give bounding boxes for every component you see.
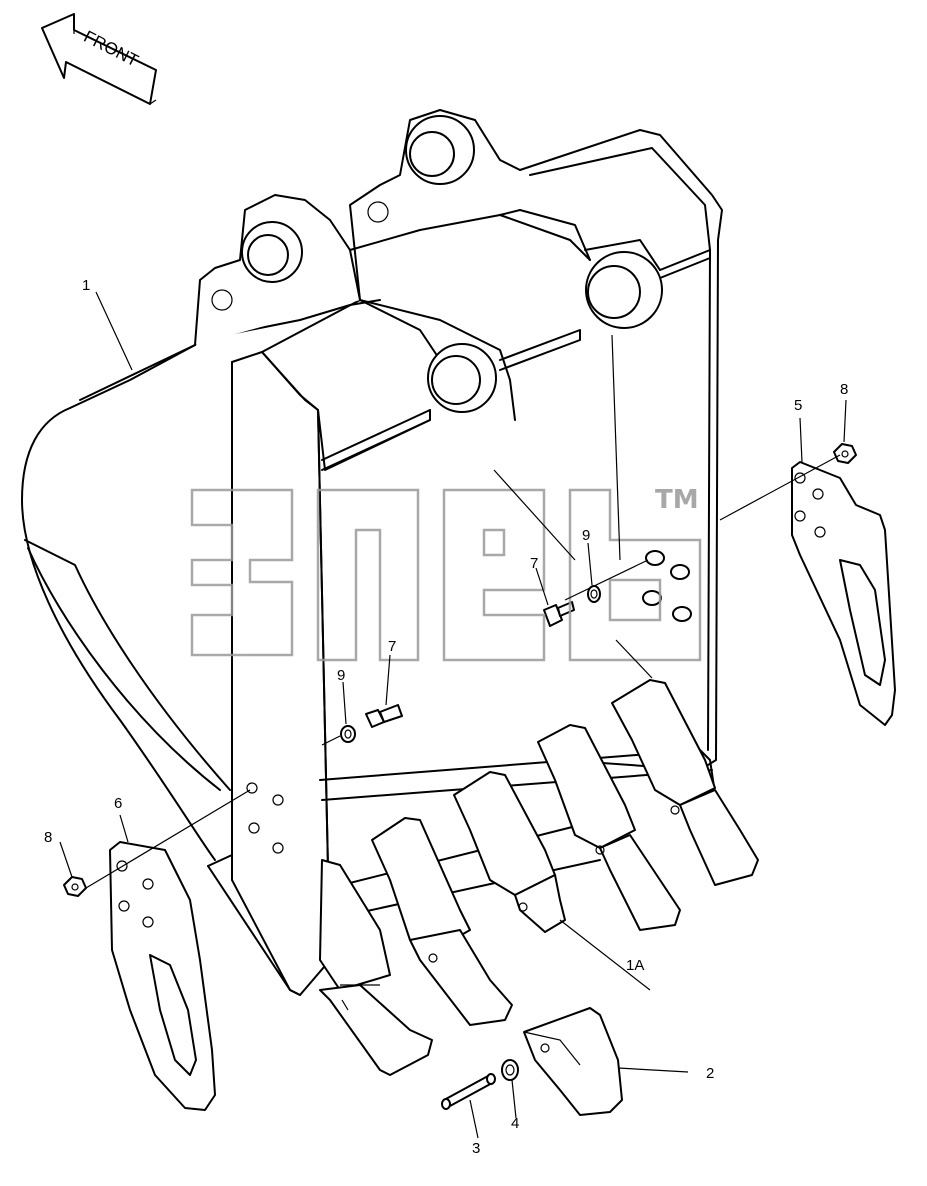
tooth-2 [371,817,513,1026]
watermark: TM [190,485,702,662]
washer-part-9-lower [340,725,356,743]
washer-part-9-upper [587,585,601,603]
callout-6: 6 [114,795,122,812]
callout-2: 2 [706,1065,714,1082]
callout-3: 3 [472,1140,480,1157]
bolt-part-7-lower [365,704,403,728]
tooth-3 [453,771,566,933]
callout-5: 5 [794,397,802,414]
watermark-tm: TM [655,485,699,515]
callout-8-right: 8 [840,381,848,398]
callout-1: 1 [82,277,90,294]
callout-1a: 1A [626,957,644,974]
tooth-1 [319,859,433,1076]
bucket-teeth [319,679,759,1076]
side-cutter-part-5 [791,461,896,726]
tooth-5 [611,679,759,886]
callout-9-lower: 9 [337,667,345,684]
nut-part-8-right [833,443,857,464]
side-cutter-part-6 [109,841,216,1111]
nut-part-8-left [63,876,87,897]
callout-7-lower: 7 [388,638,396,655]
plate-holes [642,550,692,622]
callout-8-left: 8 [44,829,52,846]
loose-tooth-part-2 [523,1007,623,1116]
callout-4: 4 [511,1115,519,1132]
front-arrow: FRONT [41,13,157,105]
tooth-4 [537,724,681,931]
bolt-part-7-upper [543,601,575,627]
pin-part-3 [441,1073,496,1110]
callout-7-upper: 7 [530,555,538,572]
bucket-body [21,109,723,996]
washer-part-4 [501,1059,519,1081]
callout-9-upper: 9 [582,527,590,544]
callouts: 1 1A 2 3 4 5 6 7 7 8 8 9 9 [44,277,848,1157]
leader-lines [59,291,847,1139]
